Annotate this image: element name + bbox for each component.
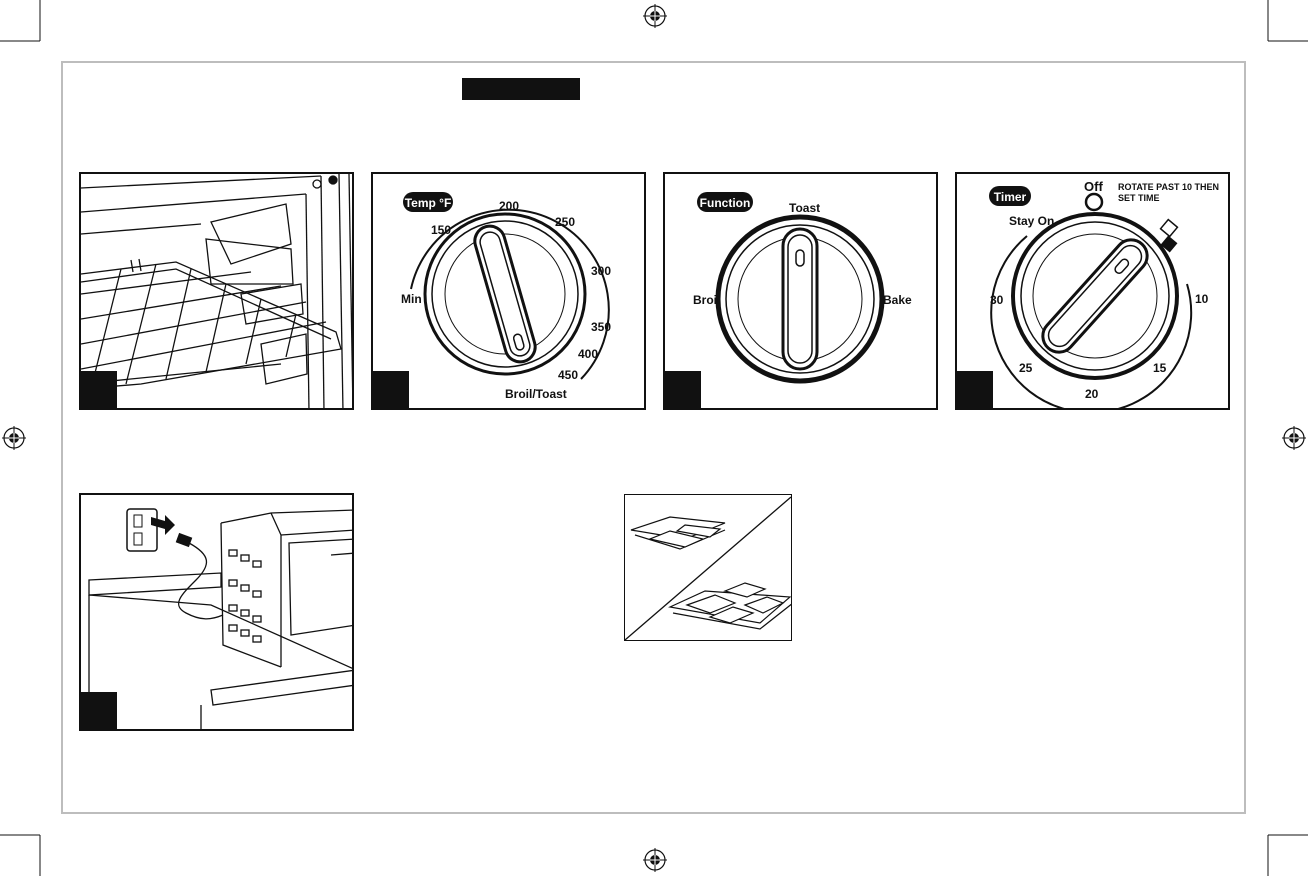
temp-badge-label: Temp °F [405,196,452,210]
temp-200-label: 200 [499,199,519,213]
timer-10-label: 10 [1195,292,1209,306]
temp-250-label: 250 [555,215,575,229]
temp-300-label: 300 [591,264,611,278]
registration-mark-icon [643,4,667,28]
timer-badge-label: Timer [994,190,1027,204]
timer-note-line2: SET TIME [1118,193,1160,203]
section-tab [462,78,580,100]
temp-450-label: 450 [558,368,578,382]
function-bake-label: Bake [883,293,912,307]
timer-dial-illustration: Timer Off ROTATE PAST 10 THEN SET TIME S… [957,174,1230,410]
temp-dial-panel: Temp °F Min 150 200 250 300 350 400 450 … [371,172,646,410]
timer-15-label: 15 [1153,361,1167,375]
step-number-badge [81,692,117,729]
timer-dial-panel: Timer Off ROTATE PAST 10 THEN SET TIME S… [955,172,1230,410]
rack-position-panel [624,494,792,641]
temp-broil-toast-label: Broil/Toast [505,387,567,401]
oven-rack-panel [79,172,354,410]
registration-mark-icon [1282,426,1306,450]
unplug-panel [79,493,354,731]
timer-off-indicator [1086,194,1102,210]
function-dial-illustration: Function Toast Broil Bake [665,174,938,410]
function-badge-label: Function [700,196,751,210]
timer-20-label: 20 [1085,387,1099,401]
timer-30-label: 30 [990,293,1004,307]
wall-outlet-icon [127,509,157,551]
timer-stay-on-label: Stay On [1009,214,1054,228]
timer-25-label: 25 [1019,361,1033,375]
temp-150-label: 150 [431,223,451,237]
registration-mark-icon [643,848,667,872]
temp-dial-illustration: Temp °F Min 150 200 250 300 350 400 450 … [373,174,646,410]
function-broil-label: Broil [693,293,720,307]
step-number-badge [665,371,701,408]
unplug-illustration [81,495,354,731]
timer-note-line1: ROTATE PAST 10 THEN [1118,182,1219,192]
step-number-badge [373,371,409,408]
function-toast-label: Toast [789,201,820,215]
step-number-badge [957,371,993,408]
function-dial-panel: Function Toast Broil Bake [663,172,938,410]
temp-350-label: 350 [591,320,611,334]
temp-400-label: 400 [578,347,598,361]
step-number-badge [81,371,117,408]
temp-min-label: Min [401,292,422,306]
oven-rack-illustration [81,174,354,410]
registration-mark-icon [2,426,26,450]
rack-position-illustration [625,495,792,641]
timer-off-label: Off [1084,179,1103,194]
